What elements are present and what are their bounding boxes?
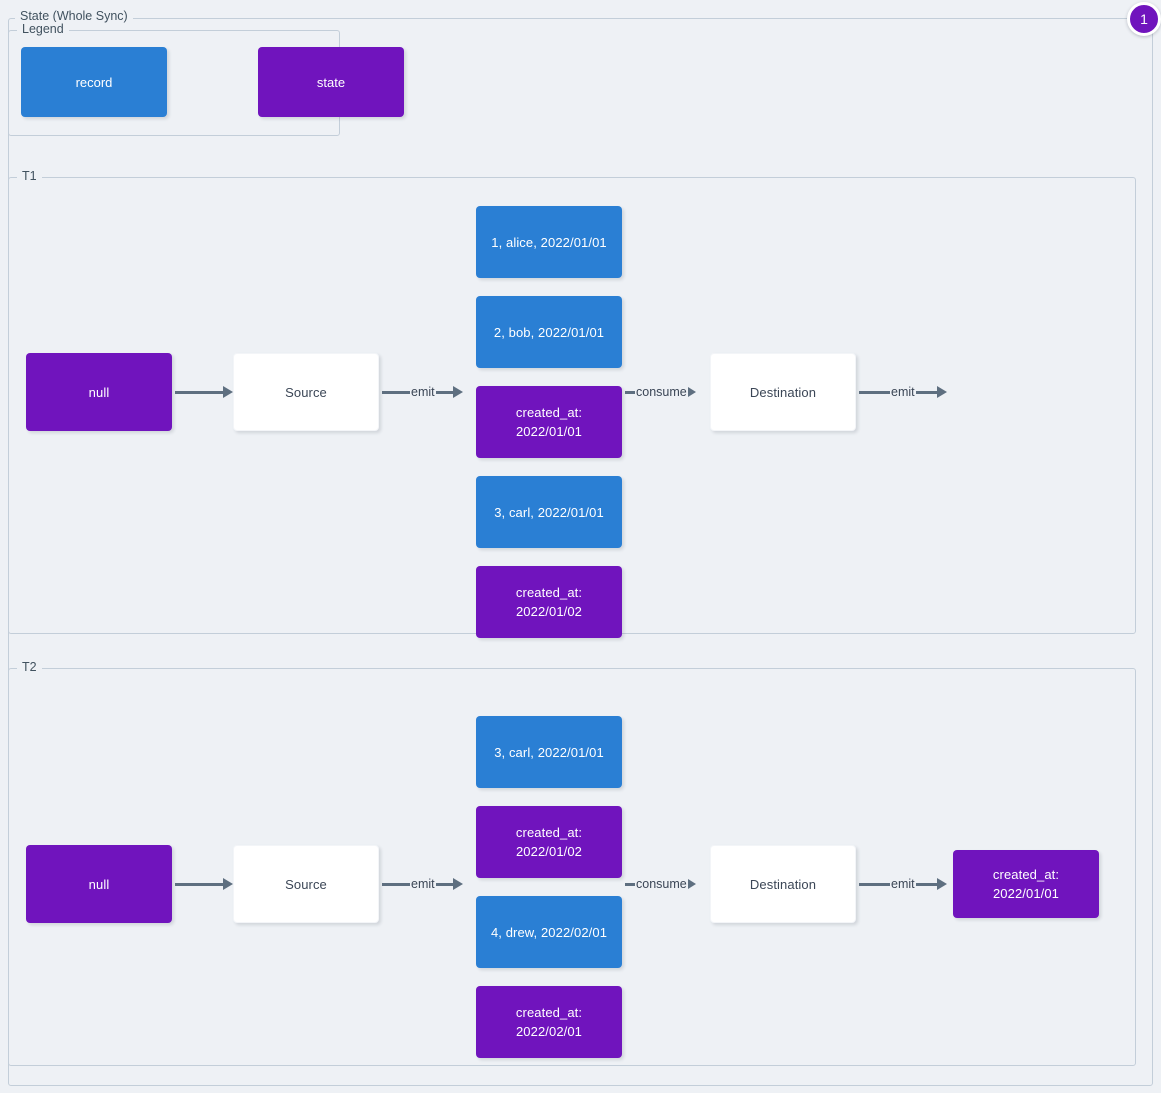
t1-stream-item-1-label: 2, bob, 2022/01/01	[493, 324, 605, 340]
t2-edge-destination-emit-label: emit	[891, 877, 915, 891]
t1-stream-item-3-label: 3, carl, 2022/01/01	[494, 504, 604, 520]
edge-line	[175, 882, 223, 886]
page-title: State (Whole Sync)	[15, 9, 133, 23]
t1-initial-state-label: null	[88, 384, 110, 400]
t2-stream-item-2-label: 4, drew, 2022/02/01	[490, 924, 608, 940]
t1-destination-label: Destination	[749, 384, 817, 400]
arrowhead-icon	[223, 386, 233, 398]
edge-line	[915, 882, 937, 886]
t1-edge-destination-emit: emit	[859, 381, 954, 403]
arrowhead-icon	[687, 879, 696, 889]
legend-swatch-state: state	[258, 47, 404, 117]
t1-stream-item-3[interactable]: 3, carl, 2022/01/01	[476, 476, 622, 548]
t1-edge-consume: consume	[625, 381, 710, 403]
arrowhead-icon	[936, 878, 947, 890]
edge-line	[625, 882, 635, 886]
t1-source-node[interactable]: Source	[233, 353, 379, 431]
t2-destination-label: Destination	[749, 876, 817, 892]
arrowhead-icon	[452, 386, 463, 398]
t1-stream-item-4[interactable]: created_at: 2022/01/02	[476, 566, 622, 638]
t1-initial-state-node[interactable]: null	[26, 353, 172, 431]
t2-stream-item-1-label: created_at: 2022/01/02	[515, 825, 583, 859]
section-t2-title: T2	[17, 660, 42, 674]
edge-line	[859, 390, 890, 394]
section-t2: T2 null Source emit 3, carl, 2022/01/01 …	[8, 660, 1136, 1066]
t1-edge-state-to-source	[175, 381, 233, 403]
legend-label-record: record	[75, 74, 113, 90]
t2-stream-item-0[interactable]: 3, carl, 2022/01/01	[476, 716, 622, 788]
t2-stream-item-0-label: 3, carl, 2022/01/01	[494, 744, 604, 760]
arrowhead-icon	[223, 878, 233, 890]
t1-stream-item-0-label: 1, alice, 2022/01/01	[491, 234, 607, 250]
section-t1: T1 null Source emit 1, alice, 2022/01/01…	[8, 169, 1136, 638]
t2-edge-state-to-source	[175, 873, 233, 895]
t1-destination-node[interactable]: Destination	[710, 353, 856, 431]
legend-swatch-record: record	[21, 47, 167, 117]
section-t1-title: T1	[17, 169, 42, 183]
t1-source-label: Source	[285, 384, 327, 400]
edge-line	[435, 390, 453, 394]
t2-source-label: Source	[285, 876, 327, 892]
edge-line	[382, 390, 410, 394]
t2-destination-node[interactable]: Destination	[710, 845, 856, 923]
t2-initial-state-node[interactable]: null	[26, 845, 172, 923]
t1-stream-item-2-label: created_at: 2022/01/01	[515, 405, 583, 439]
t2-initial-state-label: null	[88, 876, 110, 892]
t1-stream-item-4-label: created_at: 2022/01/02	[515, 585, 583, 619]
edge-line	[625, 390, 635, 394]
t2-final-state-label: created_at: 2022/01/01	[992, 867, 1060, 901]
t1-stream-item-0[interactable]: 1, alice, 2022/01/01	[476, 206, 622, 278]
t1-stream-item-1[interactable]: 2, bob, 2022/01/01	[476, 296, 622, 368]
legend-label-state: state	[316, 74, 346, 90]
t2-source-node[interactable]: Source	[233, 845, 379, 923]
arrowhead-icon	[452, 878, 463, 890]
edge-line	[915, 390, 937, 394]
t2-edge-consume: consume	[625, 873, 710, 895]
arrowhead-icon	[687, 387, 696, 397]
t1-stream-item-2[interactable]: created_at: 2022/01/01	[476, 386, 622, 458]
t2-stream-item-3-label: created_at: 2022/02/01	[515, 1005, 583, 1039]
edge-line	[382, 882, 410, 886]
legend-items: record state	[21, 47, 404, 117]
status-badge[interactable]: 1	[1127, 2, 1161, 36]
t1-edge-consume-label: consume	[636, 385, 687, 399]
t2-edge-consume-label: consume	[636, 877, 687, 891]
t2-edge-source-emit: emit	[382, 873, 475, 895]
edge-line	[175, 390, 223, 394]
t1-edge-source-emit: emit	[382, 381, 475, 403]
t2-stream-item-3[interactable]: created_at: 2022/02/01	[476, 986, 622, 1058]
legend-title: Legend	[17, 22, 69, 36]
t2-edge-destination-emit: emit	[859, 873, 954, 895]
t2-stream-item-2[interactable]: 4, drew, 2022/02/01	[476, 896, 622, 968]
t1-edge-destination-emit-label: emit	[891, 385, 915, 399]
arrowhead-icon	[936, 386, 947, 398]
t2-final-state-node[interactable]: created_at: 2022/01/01	[953, 850, 1099, 918]
t2-stream-item-1[interactable]: created_at: 2022/01/02	[476, 806, 622, 878]
legend-panel: Legend record state	[8, 22, 404, 136]
t2-edge-source-emit-label: emit	[411, 877, 435, 891]
status-badge-count: 1	[1140, 11, 1148, 27]
edge-line	[859, 882, 890, 886]
edge-line	[435, 882, 453, 886]
t1-edge-source-emit-label: emit	[411, 385, 435, 399]
